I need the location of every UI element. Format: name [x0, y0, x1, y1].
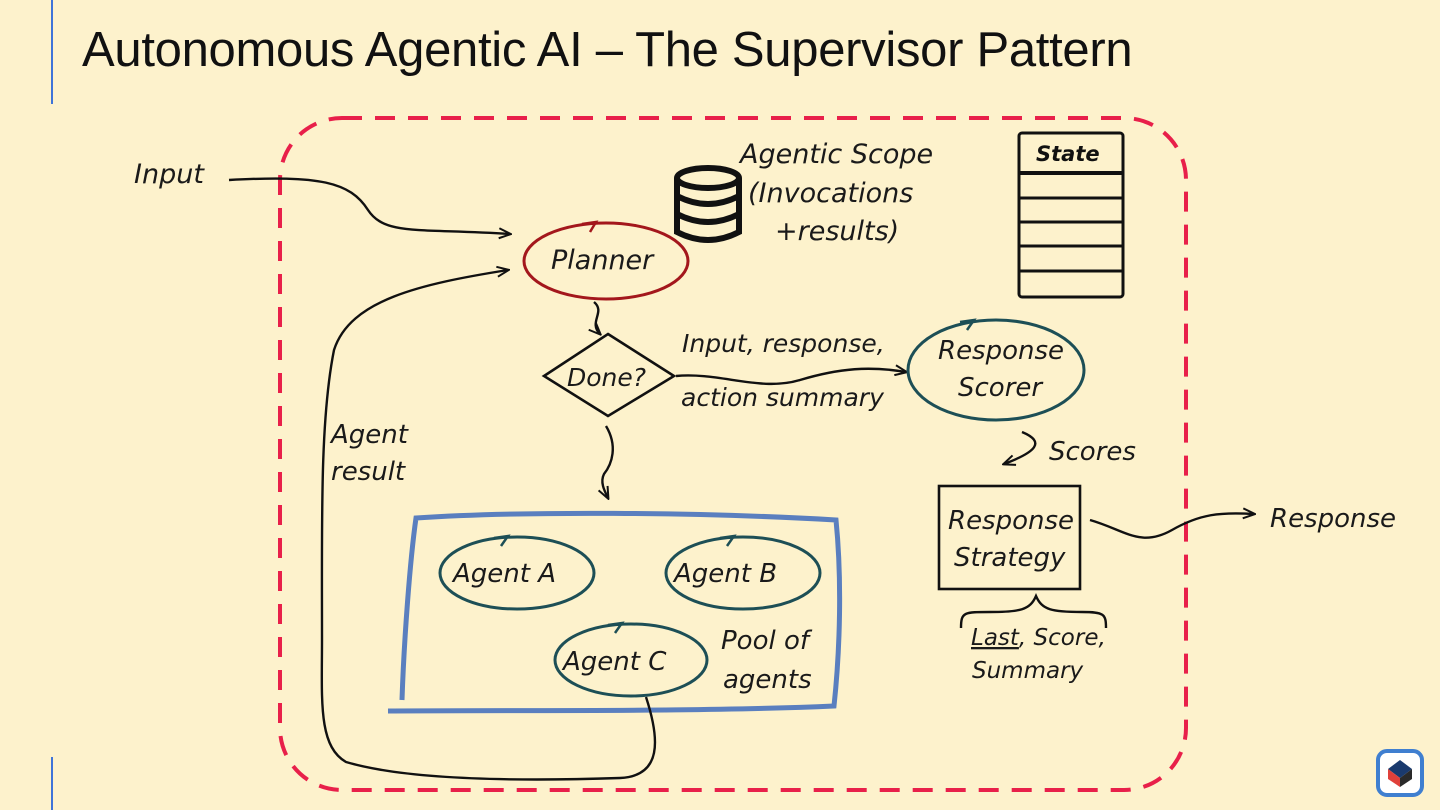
done-label: Done? — [567, 363, 646, 392]
state-table — [1017, 131, 1125, 299]
scorer-to-strategy-arrow — [1004, 430, 1037, 464]
agent-pool-box — [387, 510, 843, 714]
planner-node — [522, 221, 690, 301]
input-label: Input — [134, 159, 205, 190]
input-arrow — [228, 177, 510, 234]
slide-title: Autonomous Agentic AI – The Supervisor P… — [82, 23, 1133, 77]
planner-label: Planner — [551, 245, 655, 276]
planner-to-done-arrow — [594, 301, 600, 334]
state-label: State — [1036, 142, 1100, 166]
agent-a-label: Agent A — [451, 559, 556, 589]
done-to-scorer-arrow — [675, 369, 906, 386]
response-label: Response — [1270, 504, 1396, 534]
scorer-label-2: Scorer — [958, 373, 1044, 403]
agent-result-label-1: Agent — [329, 420, 409, 450]
strategy-label-1: Response — [948, 506, 1074, 536]
agent-result-loop-arrow — [320, 270, 657, 781]
scope-boundary — [278, 116, 1188, 792]
response-scorer-node — [906, 318, 1086, 422]
done-to-pool-arrow — [602, 425, 614, 498]
agent-a-node — [438, 535, 596, 611]
done-decision — [541, 332, 677, 418]
option-last: Last — [971, 625, 1020, 651]
edge-label-bottom: action summary — [681, 383, 885, 412]
agent-result-label-2: result — [331, 457, 406, 487]
agent-b-node — [664, 535, 822, 611]
side-rule-bottom — [51, 757, 53, 810]
agent-c-label: Agent C — [561, 647, 667, 677]
agent-c-node — [553, 622, 709, 698]
scope-label-1: Agentic Scope — [738, 139, 933, 170]
scores-label: Scores — [1049, 437, 1136, 467]
edge-label-top: Input, response, — [682, 329, 885, 358]
agent-c-stroke-tick — [607, 621, 625, 634]
side-rule-top — [51, 0, 53, 104]
planner-stroke-tick — [581, 220, 599, 233]
strategy-to-response-arrow — [1089, 513, 1254, 539]
scope-label-2: (Invocations — [748, 178, 913, 209]
agent-a-stroke-tick — [493, 534, 511, 547]
agent-b-label: Agent B — [672, 559, 777, 589]
scope-label-3: +results) — [775, 216, 899, 247]
response-strategy-node — [937, 484, 1082, 591]
strategy-label-2: Strategy — [954, 543, 1066, 573]
database-icon — [674, 165, 742, 243]
strategy-options-brace — [959, 592, 1108, 629]
brand-logo-icon — [1376, 749, 1424, 797]
option-score: , Score, — [1019, 625, 1106, 651]
scorer-label-1: Response — [938, 336, 1064, 366]
agent-b-stroke-tick — [719, 534, 737, 547]
strategy-options-line1: Last, Score, — [971, 625, 1106, 651]
pool-label-1: Pool of — [721, 626, 813, 656]
pool-label-2: agents — [723, 665, 812, 695]
scorer-stroke-tick — [959, 318, 977, 331]
strategy-options-line2: Summary — [972, 658, 1084, 684]
